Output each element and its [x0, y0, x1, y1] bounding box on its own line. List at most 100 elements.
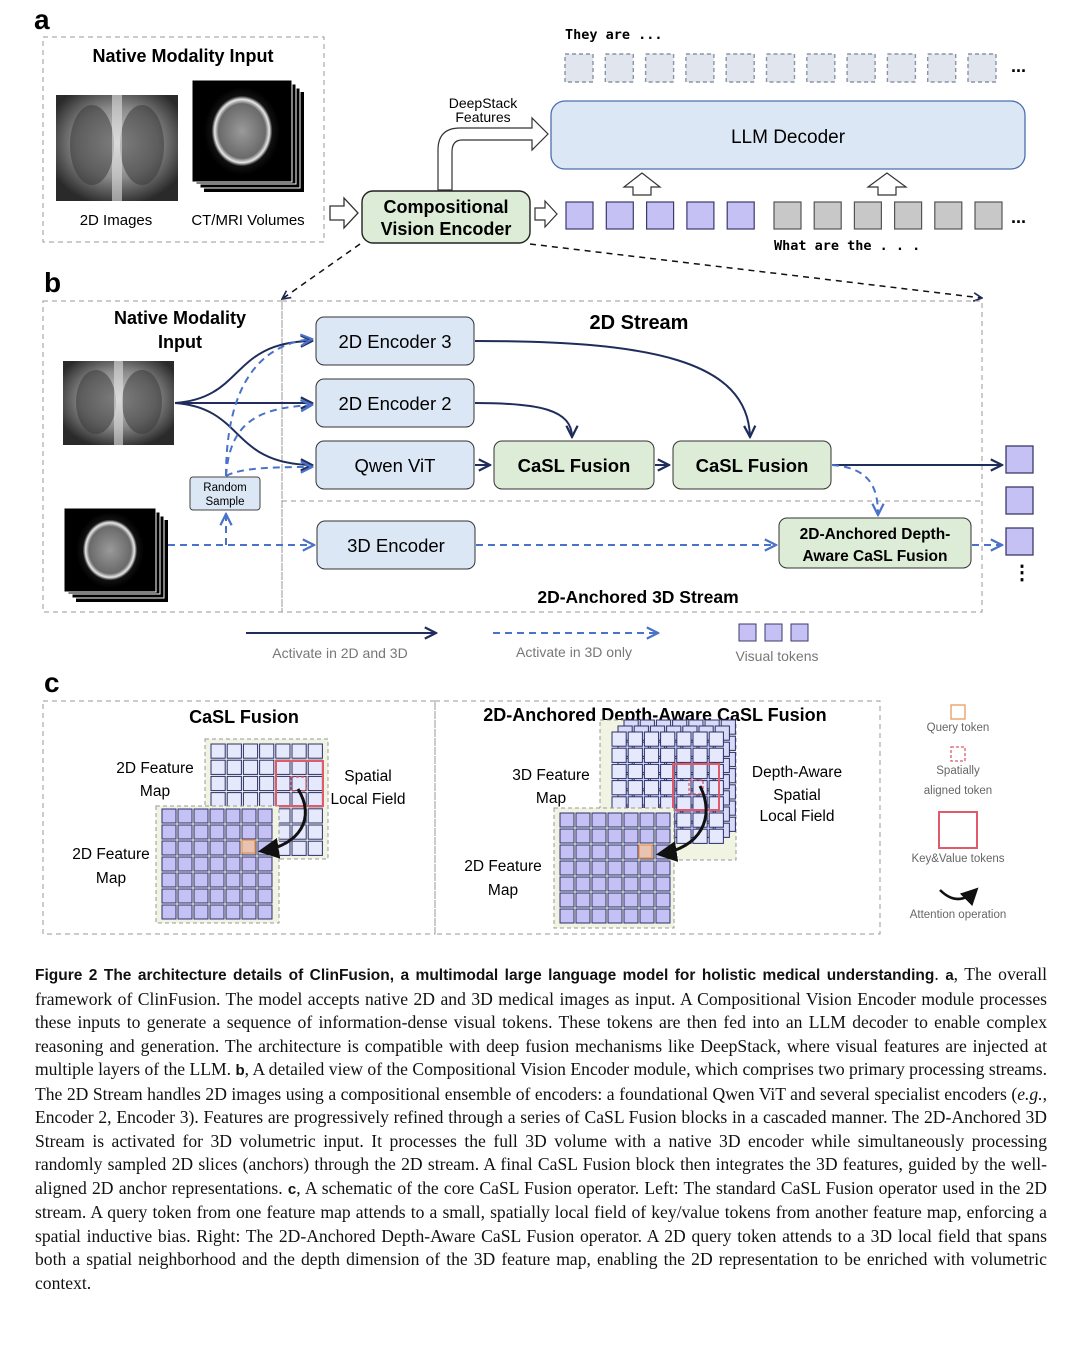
panel-b-stream-box: [281, 300, 983, 613]
feature-cell: [226, 743, 242, 759]
feature-cell: [639, 860, 655, 876]
feature-cell: [259, 775, 275, 792]
output-token: [644, 53, 675, 83]
legend-solid-label: Activate in 2D and 3D: [272, 645, 407, 661]
feature-cell: [611, 780, 627, 796]
feature-cell: [241, 872, 257, 888]
feature-cell: [307, 743, 323, 759]
feature-cell: [193, 808, 209, 824]
feature-cell: [209, 808, 225, 824]
encoder-3d-label: 3D Encoder: [347, 535, 445, 556]
right-map-bottom-line1: 2D Feature: [464, 858, 542, 875]
feature-cell: [291, 743, 307, 759]
feature-cell: [623, 876, 639, 892]
volumes-label: CT/MRI Volumes: [191, 212, 304, 229]
caption-tag-b: b: [235, 1062, 245, 1079]
feature-cell: [177, 888, 193, 904]
caption-head-period: .: [934, 964, 939, 984]
feature-cell: [611, 763, 627, 780]
llm-decoder-box: [550, 100, 1026, 170]
feature-cell: [591, 908, 607, 924]
feature-cell: [291, 840, 307, 856]
output-token: [846, 53, 876, 83]
spatial-label-line1: Spatial: [344, 768, 391, 785]
feature-cell: [692, 731, 708, 747]
feature-cell: [623, 812, 639, 828]
zoom-line-right: [529, 243, 982, 298]
feature-cell: [623, 892, 639, 908]
casl-fusion-2-box: [672, 440, 832, 490]
b-output-token-3: [1005, 527, 1034, 556]
feature-cell: [193, 840, 209, 856]
feature-cell: [660, 731, 676, 747]
images-2d-label: 2D Images: [80, 212, 153, 229]
chest-xray-image: [56, 95, 178, 201]
right-query-token: [638, 844, 653, 859]
text-to-llm-arrow: [866, 172, 908, 196]
panel-label-a: a: [34, 4, 50, 35]
feature-cell: [193, 824, 209, 840]
text-token: [893, 201, 923, 230]
feature-cell: [559, 892, 575, 908]
feature-cell: [225, 824, 241, 840]
right-map-bottom-line2: Map: [488, 882, 518, 899]
feature-cell: [242, 759, 259, 775]
feature-cell: [193, 904, 209, 920]
left-front-feature-map: [161, 808, 273, 920]
feature-cell: [225, 840, 241, 856]
output-token: [685, 53, 715, 83]
depth-fusion-line1: 2D-Anchored Depth-: [800, 526, 951, 543]
ct-volume-stack-b: [63, 507, 168, 602]
caption-text-c: , A schematic of the core CaSL Fusion op…: [35, 1177, 1047, 1293]
encoder3-box: [315, 316, 475, 366]
encoder-3d-box: [316, 520, 476, 570]
feature-cell: [575, 876, 591, 892]
panel-label-b: b: [44, 267, 61, 298]
feature-cell: [161, 808, 177, 824]
feature-cell: [225, 888, 241, 904]
caption-text-b2: , Encoder 2, Encoder 3). Features are pr…: [35, 1083, 1047, 1198]
feature-cell: [559, 844, 575, 860]
feature-cell: [676, 780, 692, 796]
feature-cell: [591, 844, 607, 860]
random-sample-line2: Sample: [206, 496, 245, 508]
key-spatial-swatch: [950, 746, 966, 762]
feature-cell: [259, 792, 275, 808]
feature-cell: [607, 844, 623, 860]
key-attention-swatch: [939, 887, 979, 907]
feature-cell: [307, 808, 323, 824]
key-spatial-label-line1: Spatially: [936, 765, 980, 777]
left-map-top-line2: Map: [140, 783, 170, 800]
feature-cell: [676, 763, 692, 780]
feature-cell: [611, 747, 627, 763]
random-sample-box: [189, 476, 261, 511]
feature-cell: [623, 828, 639, 844]
text-token: [813, 201, 842, 230]
feature-cell: [241, 904, 257, 920]
spatial-label-line2: Local Field: [331, 791, 406, 808]
feature-cell: [676, 812, 692, 828]
feature-cell: [559, 860, 575, 876]
encoder2-box: [315, 378, 475, 428]
feature-cell: [692, 763, 708, 780]
dashed-arrows: [168, 339, 1002, 545]
depth-label-line2: Spatial: [773, 787, 820, 804]
visual-token: [645, 201, 675, 230]
feature-cell: [559, 828, 575, 844]
feature-cell: [241, 888, 257, 904]
feature-cell: [307, 775, 323, 792]
text-token: [934, 201, 963, 230]
feature-cell: [161, 856, 177, 872]
native-input-title-a: Native Modality Input: [92, 46, 273, 66]
output-token: [765, 53, 796, 83]
feature-cell: [209, 856, 225, 872]
panel-b-input-box: [42, 300, 283, 613]
feature-cell: [209, 888, 225, 904]
zoom-line-left: [282, 243, 361, 299]
panel-c-right-box: [434, 700, 881, 935]
text-token: [853, 201, 883, 230]
feature-cell: [161, 840, 177, 856]
feature-cell: [660, 747, 676, 763]
casl-fusion-title: CaSL Fusion: [189, 707, 299, 727]
feature-cell: [257, 824, 273, 840]
